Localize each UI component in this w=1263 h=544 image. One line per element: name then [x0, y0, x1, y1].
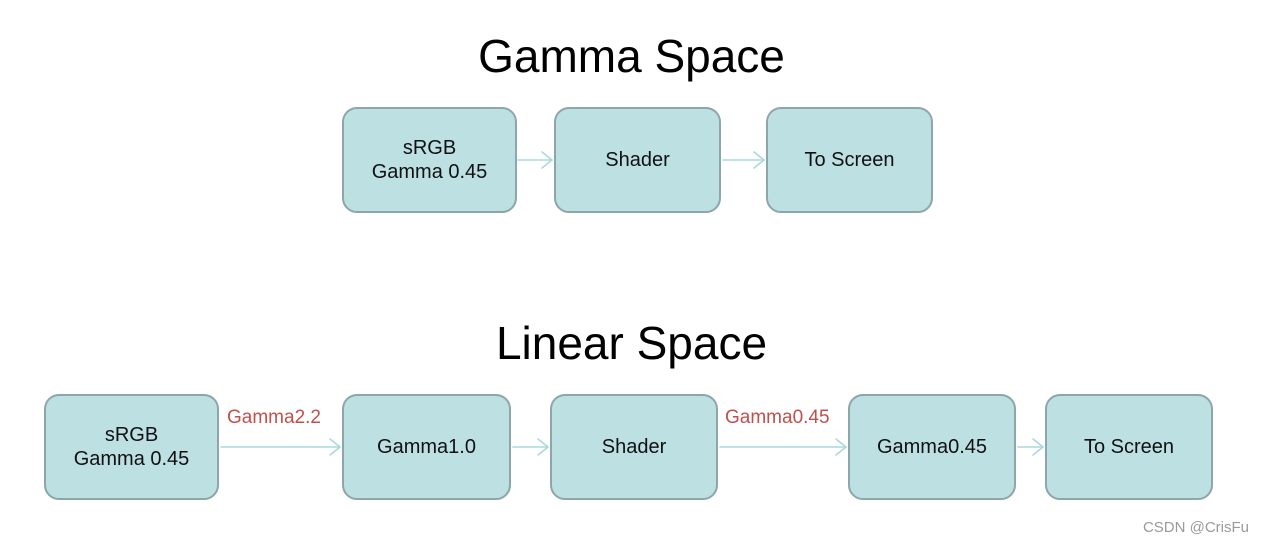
gamma-node-shader: Shader — [554, 107, 721, 213]
arrow-linear-shader-to-gamma-0-45 — [719, 438, 847, 456]
edge-label-gamma-0-45: Gamma0.45 — [725, 407, 830, 428]
gamma-node-to-screen-label: To Screen — [804, 149, 895, 171]
linear-node-srgb-line1: sRGB — [104, 424, 159, 446]
arrow-gamma-shader-to-screen — [722, 151, 765, 169]
linear-node-to-screen-label: To Screen — [1083, 436, 1175, 458]
arrow-linear-gamma-1-0-to-shader — [512, 438, 549, 456]
linear-node-gamma-1-0: Gamma1.0 — [342, 394, 511, 500]
edge-label-gamma-2-2: Gamma2.2 — [227, 407, 321, 428]
linear-node-to-screen: To Screen — [1045, 394, 1213, 500]
arrow-gamma-srgb-to-shader — [517, 151, 553, 169]
linear-node-gamma-1-0-label: Gamma1.0 — [377, 436, 476, 458]
arrow-linear-srgb-to-gamma-1-0 — [220, 438, 341, 456]
linear-node-shader-label: Shader — [601, 436, 667, 458]
watermark: CSDN @CrisFu — [1142, 519, 1249, 536]
gamma-node-srgb-line1: sRGB — [402, 137, 457, 159]
linear-node-shader: Shader — [550, 394, 718, 500]
gamma-node-srgb-line2: Gamma 0.45 — [371, 161, 488, 183]
arrow-linear-gamma-0-45-to-screen — [1017, 438, 1044, 456]
gamma-node-srgb: sRGB Gamma 0.45 — [342, 107, 517, 213]
linear-node-srgb: sRGB Gamma 0.45 — [44, 394, 219, 500]
gamma-node-to-screen: To Screen — [766, 107, 933, 213]
gamma-node-shader-label: Shader — [605, 149, 670, 171]
linear-space-title: Linear Space — [495, 317, 768, 369]
linear-node-gamma-0-45-label: Gamma0.45 — [876, 436, 988, 458]
linear-node-gamma-0-45: Gamma0.45 — [848, 394, 1016, 500]
gamma-space-title: Gamma Space — [478, 30, 785, 82]
linear-node-srgb-line2: Gamma 0.45 — [73, 448, 190, 470]
